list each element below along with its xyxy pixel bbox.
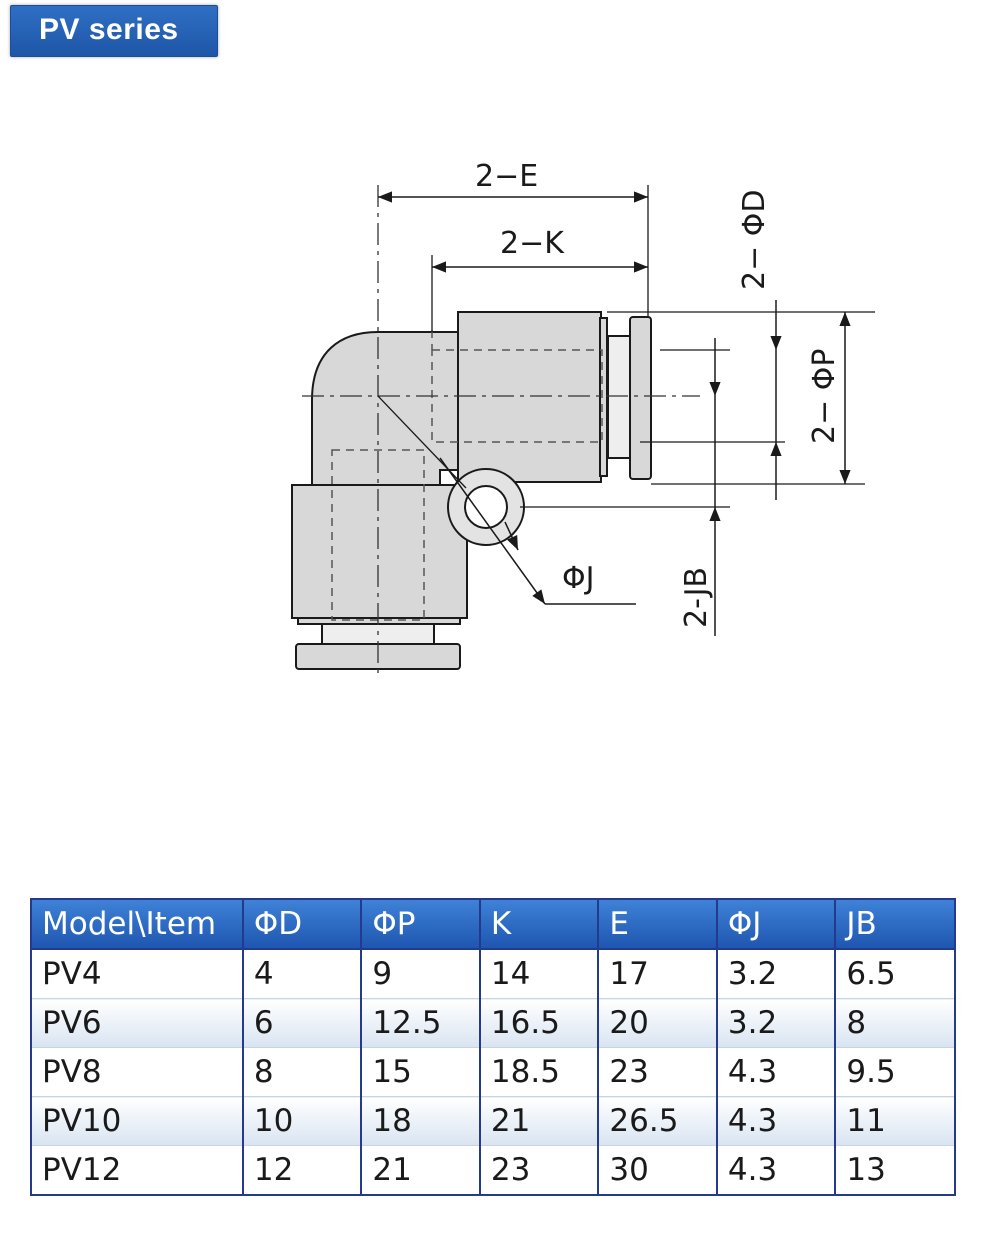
cell-e: 20 xyxy=(597,998,717,1048)
cell-model: PV8 xyxy=(32,1047,243,1097)
table-row: PV6 6 12.5 16.5 20 3.2 8 xyxy=(32,998,954,1048)
center-lines xyxy=(302,185,700,676)
cell-jb: 13 xyxy=(834,1145,954,1194)
elbow-fitting-diagram: 2−E 2−K 2− ΦD 2− ΦP ΦJ 2-JB xyxy=(291,159,875,676)
dimension-table: Model\Item ΦD ΦP K E ΦJ JB PV4 4 9 14 17… xyxy=(32,900,954,1194)
table-row: PV12 12 21 23 30 4.3 13 xyxy=(32,1145,954,1194)
cell-jb: 6.5 xyxy=(834,949,954,999)
series-title-badge: PV series xyxy=(10,5,218,57)
cell-p: 12.5 xyxy=(360,998,480,1048)
cell-j: 4.3 xyxy=(715,1047,836,1097)
cell-j: 3.2 xyxy=(715,949,836,999)
cell-model: PV6 xyxy=(32,998,243,1048)
column-header-d: ΦD xyxy=(241,900,362,950)
cell-jb: 11 xyxy=(834,1096,954,1146)
cell-p: 9 xyxy=(360,949,480,999)
cell-e: 30 xyxy=(597,1145,717,1194)
dimension-lines xyxy=(378,191,851,636)
column-header-j: ΦJ xyxy=(715,900,836,950)
table-row: PV10 10 18 21 26.5 4.3 11 xyxy=(32,1096,954,1146)
cell-j: 4.3 xyxy=(715,1145,836,1194)
dim-label-jb: 2-JB xyxy=(679,567,714,628)
cell-k: 23 xyxy=(478,1145,599,1194)
cell-j: 4.3 xyxy=(715,1096,836,1146)
cell-model: PV4 xyxy=(32,949,243,999)
cell-jb: 9.5 xyxy=(834,1047,954,1097)
cell-e: 17 xyxy=(597,949,717,999)
cell-d: 6 xyxy=(241,998,362,1048)
dim-label-k: 2−K xyxy=(500,226,565,261)
cell-e: 26.5 xyxy=(597,1096,717,1146)
dim-label-d: 2− ΦD xyxy=(737,190,772,290)
cell-model: PV12 xyxy=(32,1145,243,1194)
cell-d: 8 xyxy=(241,1047,362,1097)
cell-k: 16.5 xyxy=(478,998,599,1048)
dim-label-e: 2−E xyxy=(475,159,538,194)
column-header-e: E xyxy=(597,900,717,950)
cell-p: 21 xyxy=(360,1145,480,1194)
cell-jb: 8 xyxy=(834,998,954,1048)
cell-j: 3.2 xyxy=(715,998,836,1048)
cell-p: 18 xyxy=(360,1096,480,1146)
cell-d: 10 xyxy=(241,1096,362,1146)
column-header-k: K xyxy=(478,900,599,950)
cell-p: 15 xyxy=(360,1047,480,1097)
cell-k: 21 xyxy=(478,1096,599,1146)
dim-label-p: 2− ΦP xyxy=(807,349,842,444)
cell-model: PV10 xyxy=(32,1096,243,1146)
column-header-model: Model\Item xyxy=(32,900,243,950)
table-row: PV8 8 15 18.5 23 4.3 9.5 xyxy=(32,1047,954,1097)
dim-label-j: ΦJ xyxy=(562,561,594,596)
column-header-p: ΦP xyxy=(360,900,480,950)
extension-lines xyxy=(431,185,875,508)
column-header-jb: JB xyxy=(834,900,954,950)
cell-d: 4 xyxy=(241,949,362,999)
table-row: PV4 4 9 14 17 3.2 6.5 xyxy=(32,949,954,999)
dimension-table-frame: Model\Item ΦD ΦP K E ΦJ JB PV4 4 9 14 17… xyxy=(30,898,956,1196)
table-header-row: Model\Item ΦD ΦP K E ΦJ JB xyxy=(32,900,954,950)
cell-e: 23 xyxy=(597,1047,717,1097)
series-title: PV series xyxy=(39,13,179,46)
cell-k: 18.5 xyxy=(478,1047,599,1097)
cell-k: 14 xyxy=(478,949,599,999)
cell-d: 12 xyxy=(241,1145,362,1194)
